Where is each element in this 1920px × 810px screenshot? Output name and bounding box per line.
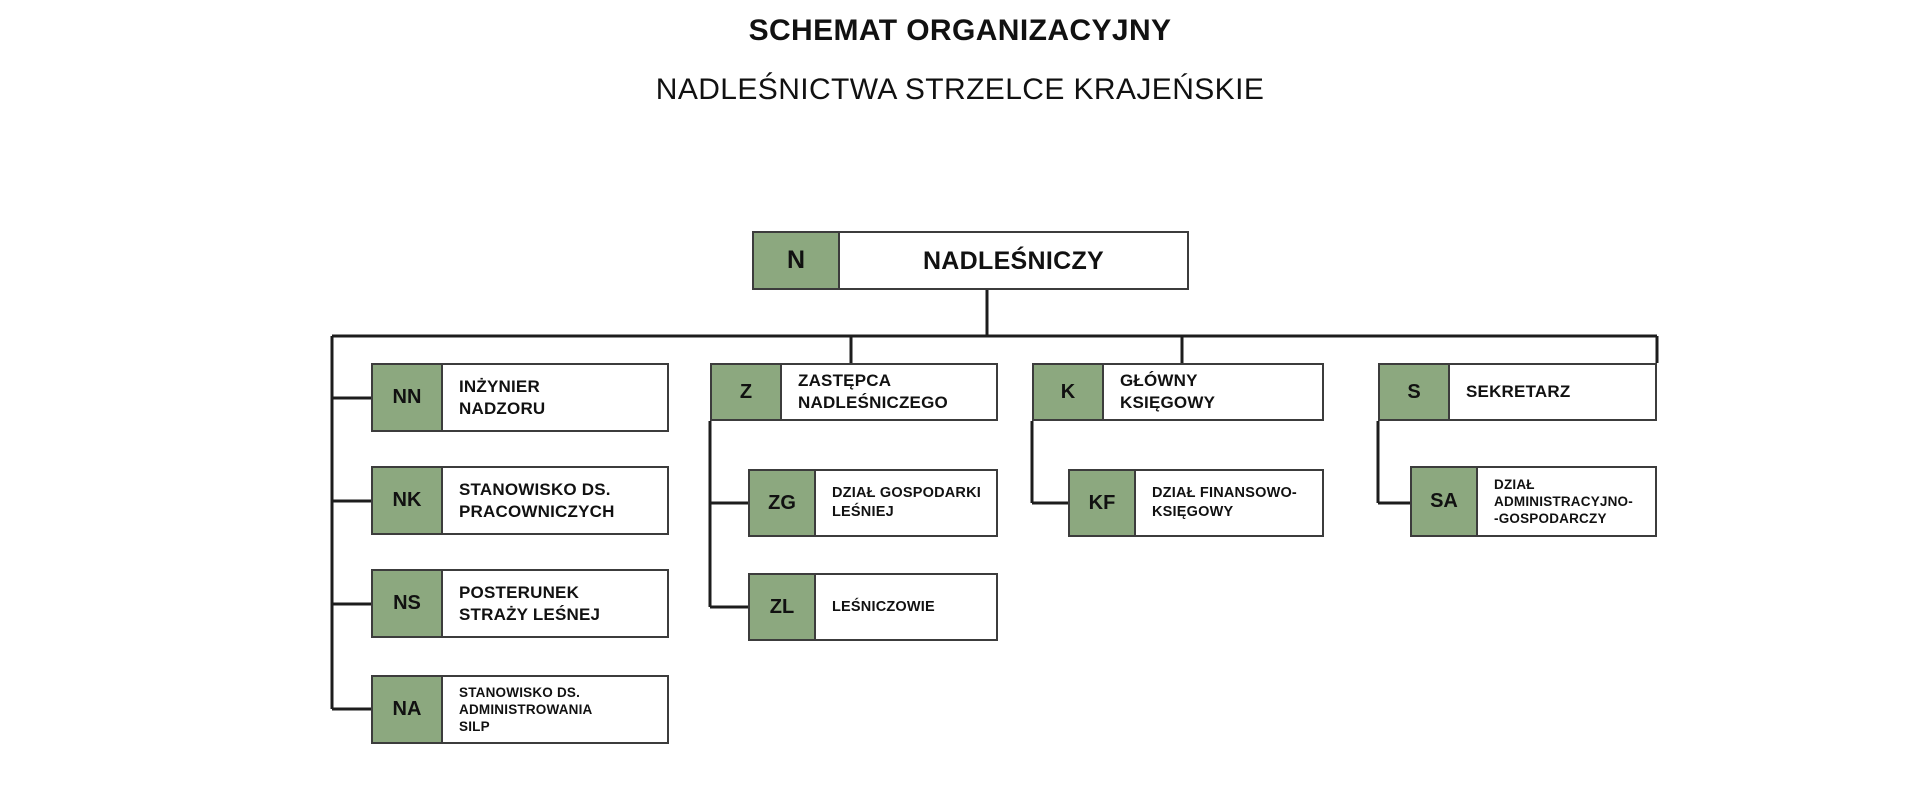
node-label: DZIAŁ FINANSOWO- KSIĘGOWY: [1152, 485, 1297, 520]
node-glowny-ksiegowy[interactable]: K GŁÓWNY KSIĘGOWY: [1032, 363, 1324, 421]
node-dzial-finansowo-ksiegowy[interactable]: KF DZIAŁ FINANSOWO- KSIĘGOWY: [1068, 469, 1324, 537]
node-label: POSTERUNEK STRAŻY LEŚNEJ: [459, 582, 601, 624]
node-label: INŻYNIER NADZORU: [459, 376, 546, 418]
node-dzial-administracyjno-gospodarczy[interactable]: SA DZIAŁ ADMINISTRACYJNO- -GOSPODARCZY: [1410, 466, 1657, 537]
node-sekretarz[interactable]: S SEKRETARZ: [1378, 363, 1657, 421]
node-code-cell: NK: [373, 468, 443, 533]
node-code-cell: ZL: [750, 575, 816, 639]
node-label: NADLEŚNICZY: [922, 246, 1105, 275]
node-code-cell: S: [1380, 365, 1450, 419]
node-code-text: S: [1407, 380, 1421, 403]
node-code-text: NK: [392, 489, 422, 511]
node-dzial-gospodarki-lesniej[interactable]: ZG DZIAŁ GOSPODARKI LEŚNIEJ: [748, 469, 998, 537]
node-code-text: NN: [392, 386, 422, 408]
node-label: ZASTĘPCA NADLEŚNICZEGO: [798, 371, 948, 412]
node-inzynier-nadzoru[interactable]: NN INŻYNIER NADZORU: [371, 363, 669, 432]
node-code-text: N: [786, 246, 806, 274]
node-stanowisko-ds-administrowania-silp[interactable]: NA STANOWISKO DS. ADMINISTROWANIA SILP: [371, 675, 669, 744]
node-code-cell: SA: [1412, 468, 1478, 535]
node-zastepca-nadlesniczego[interactable]: Z ZASTĘPCA NADLEŚNICZEGO: [710, 363, 998, 421]
title-block: SCHEMAT ORGANIZACYJNY NADLEŚNICTWA STRZE…: [0, 0, 1920, 106]
node-label: STANOWISKO DS. PRACOWNICZYCH: [459, 479, 615, 521]
node-code-cell: KF: [1070, 471, 1136, 535]
node-label: SEKRETARZ: [1466, 382, 1571, 402]
node-lesniczowie[interactable]: ZL LEŚNICZOWIE: [748, 573, 998, 641]
node-code-cell: ZG: [750, 471, 816, 535]
page-subtitle: NADLEŚNICTWA STRZELCE KRAJEŃSKIE: [655, 73, 1265, 106]
node-code-text: KF: [1088, 491, 1116, 514]
node-code-text: ZG: [768, 491, 796, 514]
node-code-text: Z: [739, 380, 753, 403]
node-code-cell: N: [754, 233, 840, 288]
node-code-cell: NS: [373, 571, 443, 636]
node-code-cell: NA: [373, 677, 443, 742]
node-label: LEŚNICZOWIE: [832, 598, 935, 615]
node-label: GŁÓWNY KSIĘGOWY: [1120, 371, 1216, 412]
node-label: DZIAŁ ADMINISTRACYJNO- -GOSPODARCZY: [1494, 476, 1633, 527]
node-nadlesniczy[interactable]: N NADLEŚNICZY: [752, 231, 1189, 290]
node-code-text: NS: [393, 592, 421, 614]
node-code-cell: NN: [373, 365, 443, 430]
node-code-text: NA: [392, 698, 422, 720]
node-label: DZIAŁ GOSPODARKI LEŚNIEJ: [832, 485, 982, 520]
node-code-cell: Z: [712, 365, 782, 419]
node-label: STANOWISKO DS. ADMINISTROWANIA SILP: [459, 684, 593, 735]
page-title: SCHEMAT ORGANIZACYJNY: [748, 14, 1172, 47]
node-stanowisko-ds-pracowniczych[interactable]: NK STANOWISKO DS. PRACOWNICZYCH: [371, 466, 669, 535]
node-code-text: K: [1060, 380, 1076, 403]
node-code-text: SA: [1430, 490, 1458, 512]
node-posterunek-strazy-lesnej[interactable]: NS POSTERUNEK STRAŻY LEŚNEJ: [371, 569, 669, 638]
node-code-cell: K: [1034, 365, 1104, 419]
node-code-text: ZL: [769, 595, 795, 618]
